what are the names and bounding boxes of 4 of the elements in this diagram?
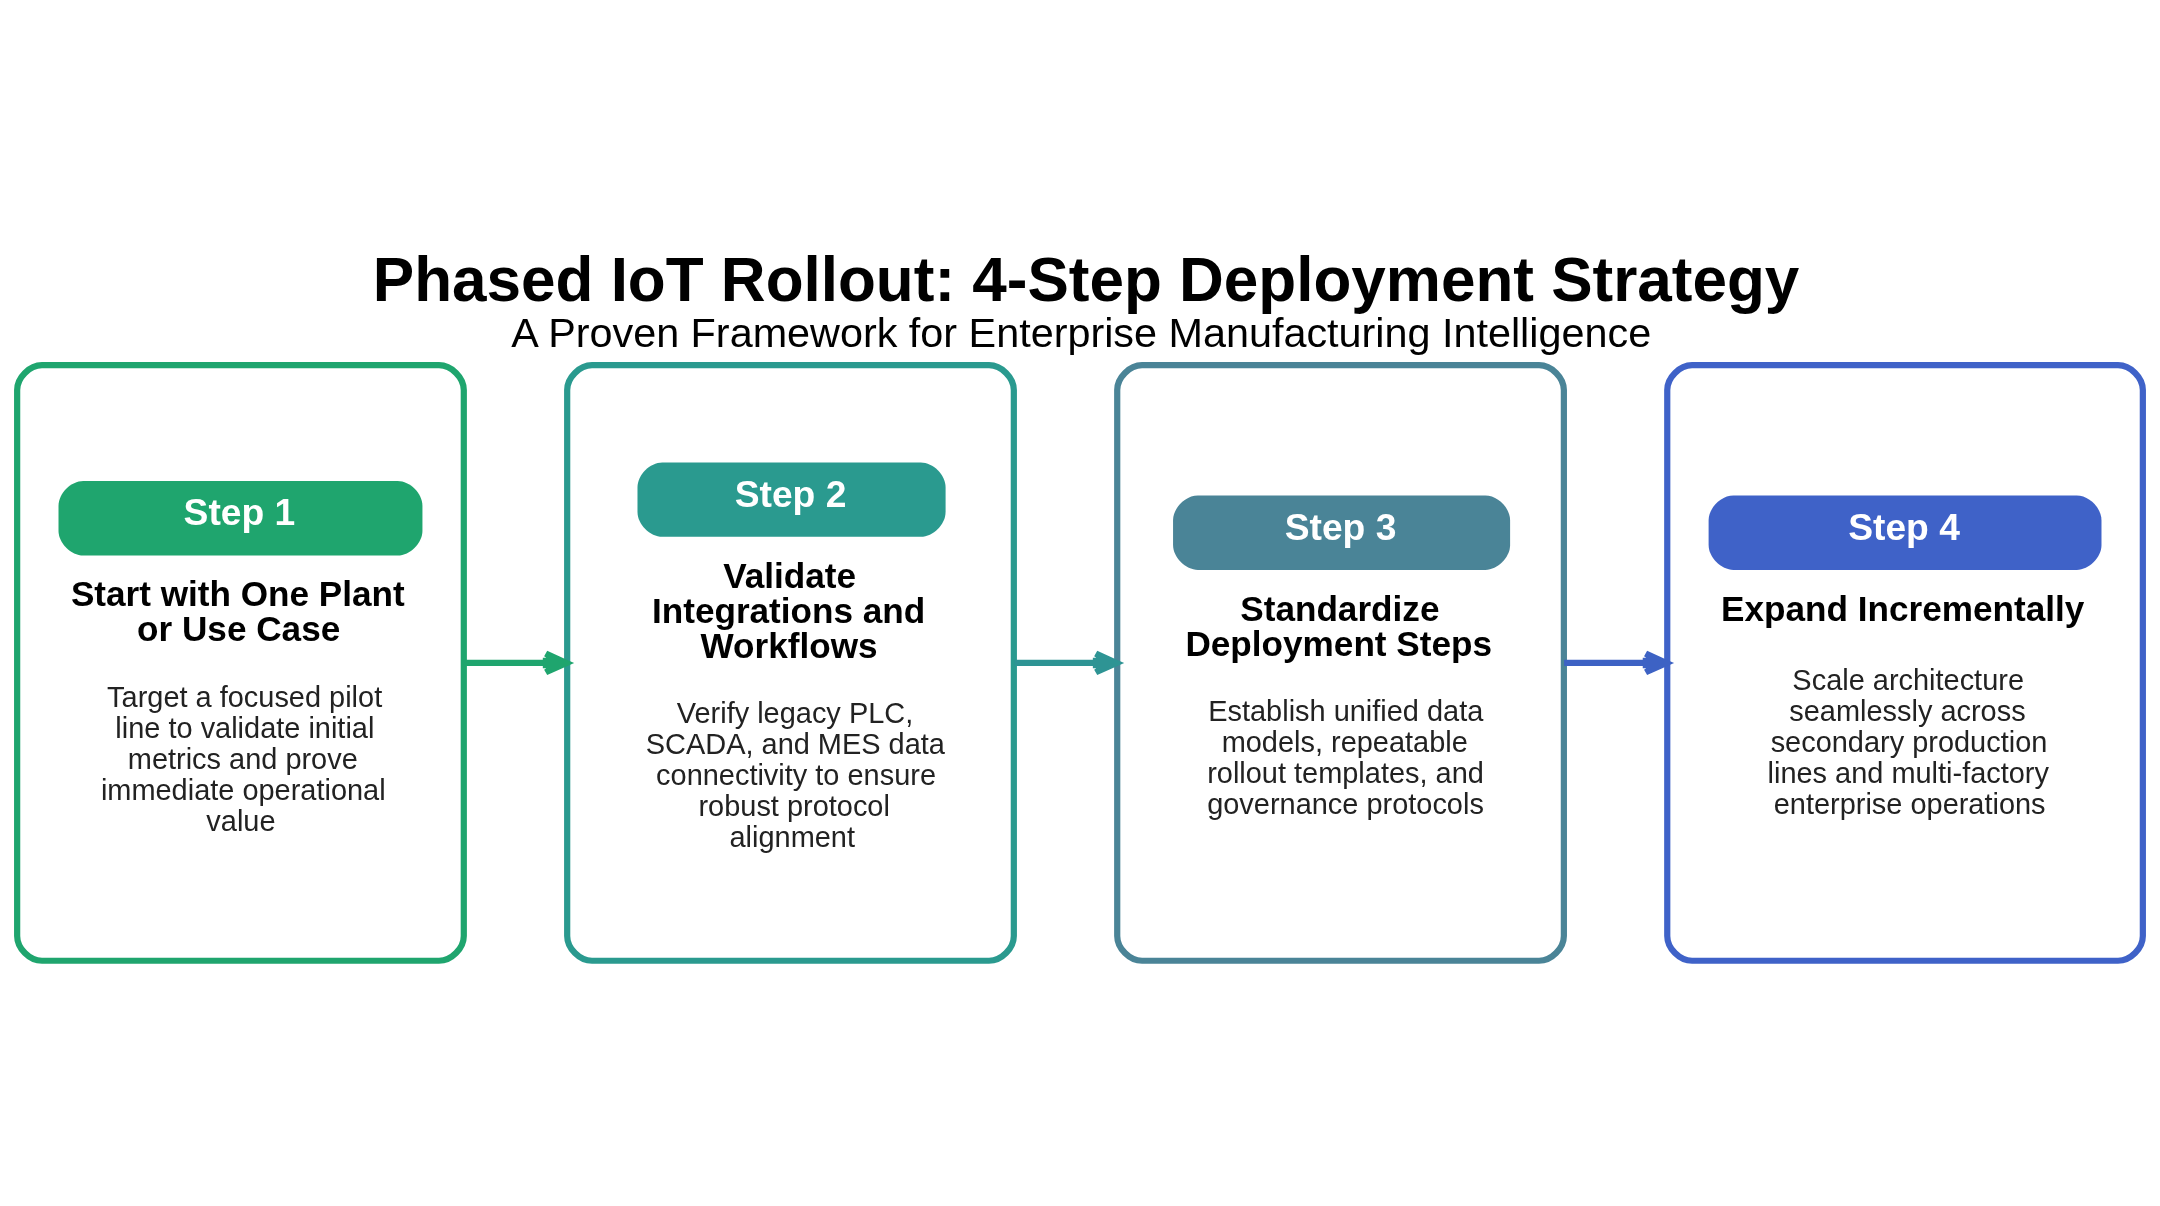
node-box: Step 1 Start with One Plant or Use Case Target a focused pilot line to validate initial metrics and prove immediate operational value bbox=[14, 362, 467, 964]
node-box: Step 3 Standardize Deployment Steps Establish unified data models, repeatable rollout templates, and governance protocols bbox=[1114, 362, 1567, 964]
node-box: Step 2 Validate Integrations and Workflows Verify legacy PLC, SCADA, and MES data connectivity to ensure robust protocol alignment bbox=[564, 362, 1017, 964]
node-box: Step 4 Expand Incrementally Scale architecture seamlessly across secondary production lines and multi-factory enterprise operations bbox=[1664, 362, 2146, 964]
